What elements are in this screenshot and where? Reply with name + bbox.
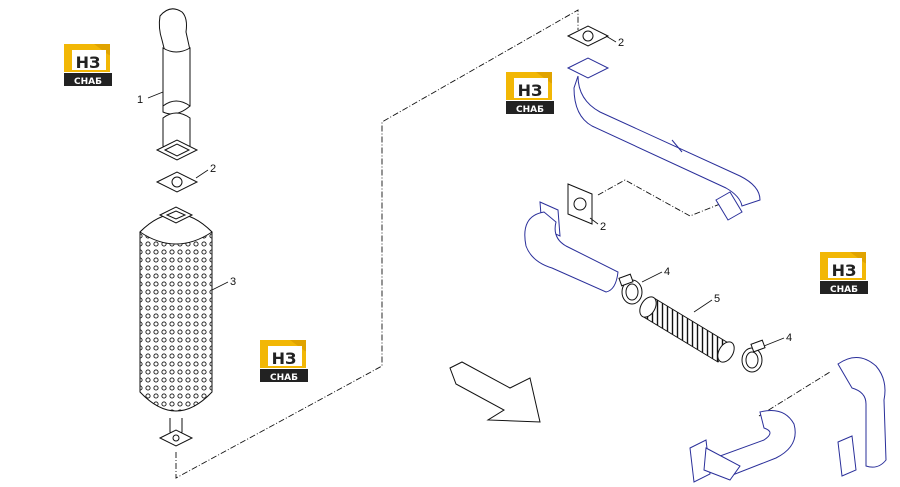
callout-4-lower: 4 bbox=[786, 332, 792, 344]
watermark-logo-2: НЗ СНАБ bbox=[506, 72, 554, 115]
tailpipe-cut bbox=[162, 100, 191, 115]
middle-callout-leaders bbox=[641, 271, 785, 347]
svg-text:НЗ: НЗ bbox=[518, 81, 543, 100]
callout-3: 3 bbox=[230, 276, 236, 288]
watermark-logo-4: НЗ СНАБ bbox=[260, 340, 308, 383]
svg-text:НЗ: НЗ bbox=[272, 349, 297, 368]
watermark-logo-3: НЗ СНАБ bbox=[820, 252, 868, 295]
clamp-lower bbox=[741, 339, 766, 373]
callout-1: 1 bbox=[137, 94, 143, 106]
flex-hose bbox=[639, 296, 735, 363]
callout-2-top: 2 bbox=[618, 37, 624, 49]
left-assembly bbox=[139, 8, 213, 447]
lower-pipe-b-flange bbox=[837, 435, 857, 477]
watermark-logo-1: НЗ СНАБ bbox=[64, 44, 112, 87]
callout-2-middle: 2 bbox=[600, 221, 606, 233]
leader-line-lower bbox=[758, 371, 831, 417]
leader-line-upper bbox=[597, 179, 731, 217]
svg-text:СНАБ: СНАБ bbox=[74, 77, 102, 87]
lower-right-pipes bbox=[689, 357, 887, 483]
svg-text:СНАБ: СНАБ bbox=[270, 373, 298, 383]
upper-pipe-end-flange bbox=[715, 191, 743, 221]
middle-pipe-body bbox=[524, 211, 619, 293]
lower-pipe-b bbox=[837, 357, 887, 468]
callout-5: 5 bbox=[714, 293, 720, 305]
tailpipe-elbow bbox=[158, 8, 191, 56]
leader-line-main bbox=[175, 9, 579, 479]
svg-text:НЗ: НЗ bbox=[76, 53, 101, 72]
lower-pipe-a bbox=[719, 410, 796, 477]
lower-pipe-a-flange bbox=[689, 439, 711, 483]
dash-dot-leader-lines bbox=[175, 9, 831, 479]
muffler-top-cap bbox=[139, 213, 213, 245]
upper-pipe-body bbox=[573, 75, 761, 207]
left-callout-leaders bbox=[147, 91, 229, 291]
svg-text:СНАБ: СНАБ bbox=[830, 285, 858, 295]
callout-4-upper: 4 bbox=[664, 266, 670, 278]
callout-2-left: 2 bbox=[210, 163, 216, 175]
clamp-upper bbox=[618, 273, 643, 305]
upper-pipe-flange bbox=[566, 57, 610, 79]
upper-right-pipe bbox=[566, 25, 761, 221]
direction-arrow-icon bbox=[449, 361, 541, 423]
svg-text:СНАБ: СНАБ bbox=[516, 105, 544, 115]
svg-text:НЗ: НЗ bbox=[832, 261, 857, 280]
middle-pipe bbox=[524, 183, 619, 293]
